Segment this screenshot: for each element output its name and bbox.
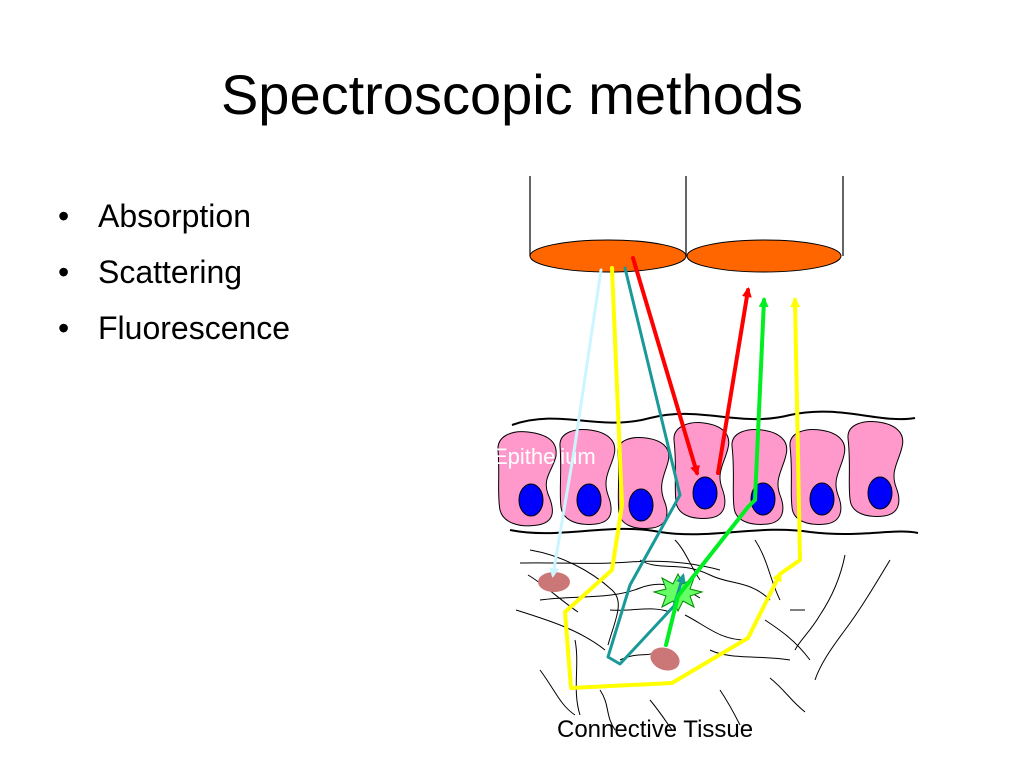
reflectance-path-red-in	[631, 256, 700, 476]
bullet-scattering: • Scattering	[58, 244, 290, 300]
connective-tissue-label: Connective Tissue	[557, 716, 753, 743]
nucleus	[628, 488, 654, 522]
bullet-text: Scattering	[98, 254, 243, 290]
bullet-text: Absorption	[98, 198, 251, 234]
cell-1	[497, 431, 557, 527]
nucleus	[518, 483, 544, 517]
scattering-path-yellow-out	[778, 297, 802, 576]
nucleus	[867, 476, 893, 510]
fluorescence-path-green	[664, 297, 769, 647]
slide-title: Spectroscopic methods	[220, 63, 804, 126]
bullet-absorption: • Absorption	[58, 188, 290, 244]
bullet-fluorescence: • Fluorescence	[58, 300, 290, 356]
reflectance-path-red-out	[716, 287, 752, 475]
connective-tissue-fibers	[515, 539, 891, 731]
optical-fibers	[529, 176, 844, 273]
absorber-2	[650, 647, 680, 671]
epithelium-label: Epithelium	[493, 444, 596, 469]
light-paths	[549, 256, 802, 690]
bullet-marker: •	[58, 310, 70, 346]
scattering-path-yellow-in	[563, 266, 782, 690]
bullet-marker: •	[58, 254, 70, 290]
nucleus	[576, 483, 602, 517]
nucleus	[692, 476, 718, 510]
cell-6	[789, 429, 846, 525]
bullet-list: • Absorption • Scattering • Fluorescence	[58, 188, 290, 356]
cell-7	[847, 421, 904, 517]
cell-4	[673, 422, 730, 519]
epithelium-layer: Epithelium	[493, 410, 919, 536]
detector-fiber-tip	[686, 239, 842, 273]
absorber-1	[538, 572, 570, 592]
source-fiber-tip	[529, 239, 687, 273]
nucleus	[809, 482, 835, 516]
absorption-path	[549, 268, 603, 578]
cell-3	[617, 437, 670, 529]
bullet-text: Fluorescence	[98, 310, 291, 346]
bullet-marker: •	[58, 198, 70, 234]
